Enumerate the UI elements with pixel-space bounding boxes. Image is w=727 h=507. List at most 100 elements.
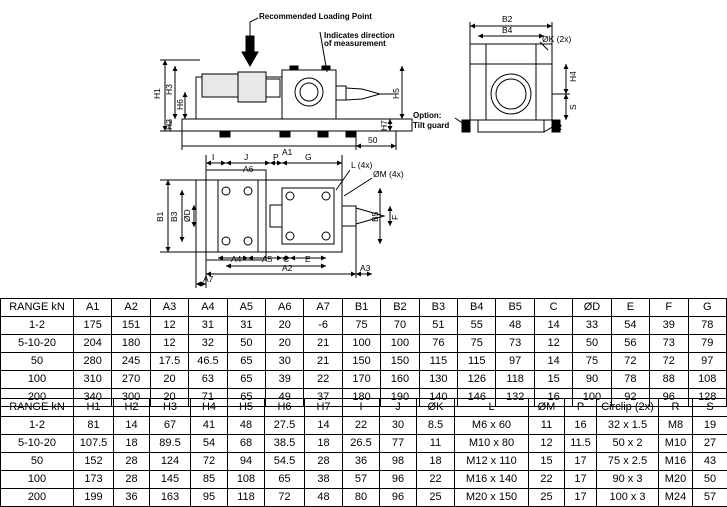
label-B3: B3 bbox=[169, 211, 179, 222]
label-B4: B4 bbox=[502, 25, 513, 35]
table-cell: 31 bbox=[189, 317, 227, 335]
table-cell: B5 bbox=[496, 299, 534, 317]
table-cell: 100 bbox=[1, 371, 74, 389]
table-cell: 94 bbox=[228, 453, 265, 471]
table-cell: H6 bbox=[265, 399, 305, 417]
table-cell: 73 bbox=[650, 335, 688, 353]
table-cell: 200 bbox=[1, 489, 74, 507]
table-cell: 96 bbox=[380, 489, 417, 507]
table-cell: 1-2 bbox=[1, 417, 74, 435]
table-cell: 80 bbox=[343, 489, 380, 507]
table-cell: 108 bbox=[228, 471, 265, 489]
label-G: G bbox=[305, 152, 312, 162]
table-cell: 33 bbox=[573, 317, 611, 335]
table-cell: ØK bbox=[417, 399, 455, 417]
table-cell: 27 bbox=[693, 435, 727, 453]
table-cell: 27.5 bbox=[265, 417, 305, 435]
table-cell: 79 bbox=[688, 335, 727, 353]
table-cell: 72 bbox=[650, 353, 688, 371]
table-cell: 50 bbox=[227, 335, 265, 353]
table-cell: F bbox=[650, 299, 688, 317]
table-cell: 170 bbox=[342, 371, 380, 389]
table-cell: 50 bbox=[573, 335, 611, 353]
table-cell: 41 bbox=[191, 417, 228, 435]
table-cell: 32 bbox=[189, 335, 227, 353]
table-cell: 50 bbox=[1, 353, 74, 371]
table-cell: 310 bbox=[74, 371, 112, 389]
table-cell: M24 bbox=[659, 489, 693, 507]
table-cell: H1 bbox=[74, 399, 114, 417]
table-cell: 204 bbox=[74, 335, 112, 353]
table-cell: 100 bbox=[342, 335, 380, 353]
table-cell: 36 bbox=[114, 489, 150, 507]
table-cell: 89.5 bbox=[150, 435, 191, 453]
table-cell: 15 bbox=[529, 453, 565, 471]
table-cell: M12 x 110 bbox=[455, 453, 529, 471]
table-cell: M16 bbox=[659, 453, 693, 471]
table-cell: 19 bbox=[693, 417, 727, 435]
table-cell: 118 bbox=[496, 371, 534, 389]
table-cell: Circlip (2x) bbox=[597, 399, 659, 417]
table-cell: A1 bbox=[74, 299, 112, 317]
label-50: 50 bbox=[368, 135, 378, 145]
table-cell: 245 bbox=[112, 353, 150, 371]
table-cell: ØM bbox=[529, 399, 565, 417]
table-cell: 8.5 bbox=[417, 417, 455, 435]
table-cell: 28 bbox=[114, 453, 150, 471]
table-cell: 18 bbox=[417, 453, 455, 471]
table-cell: 72 bbox=[611, 353, 649, 371]
table-cell: 46.5 bbox=[189, 353, 227, 371]
table-cell: 95 bbox=[191, 489, 228, 507]
table-cell: 50 bbox=[1, 453, 74, 471]
table-cell: 38.5 bbox=[265, 435, 305, 453]
table-cell: 75 bbox=[573, 353, 611, 371]
table-cell: 199 bbox=[74, 489, 114, 507]
table-cell: 173 bbox=[74, 471, 114, 489]
table-cell: 17 bbox=[565, 471, 597, 489]
table-cell: 48 bbox=[496, 317, 534, 335]
table-cell: 12 bbox=[150, 335, 188, 353]
table-cell: 1-2 bbox=[1, 317, 74, 335]
table-cell: 12 bbox=[150, 317, 188, 335]
table-cell: 115 bbox=[419, 353, 457, 371]
table-cell: 22 bbox=[304, 371, 342, 389]
table-cell: 175 bbox=[74, 317, 112, 335]
label-loading-point: Recommended Loading Point bbox=[259, 12, 372, 21]
table-cell: 14 bbox=[534, 317, 572, 335]
table-cell: 151 bbox=[112, 317, 150, 335]
label-OK: ØK (2x) bbox=[542, 34, 571, 44]
table-cell: 160 bbox=[381, 371, 419, 389]
label-A6: A6 bbox=[243, 164, 254, 174]
table-cell: 25 bbox=[417, 489, 455, 507]
table-cell: 50 bbox=[693, 471, 727, 489]
label-S: S bbox=[568, 104, 578, 110]
table-cell: P bbox=[565, 399, 597, 417]
table-cell: 65 bbox=[227, 353, 265, 371]
table-cell: 75 x 2.5 bbox=[597, 453, 659, 471]
table-cell: 65 bbox=[265, 471, 305, 489]
table-cell: 163 bbox=[150, 489, 191, 507]
table-cell: 270 bbox=[112, 371, 150, 389]
table-cell: 17 bbox=[565, 453, 597, 471]
table-cell: 115 bbox=[458, 353, 496, 371]
label-option-1: Option: bbox=[413, 111, 441, 120]
table-cell: 67 bbox=[150, 417, 191, 435]
label-H3: H3 bbox=[164, 84, 174, 95]
table-cell: 118 bbox=[228, 489, 265, 507]
table-cell: 150 bbox=[342, 353, 380, 371]
table-cell: I bbox=[343, 399, 380, 417]
table-cell: 150 bbox=[381, 353, 419, 371]
table-cell: 54 bbox=[191, 435, 228, 453]
technical-drawings: Recommended Loading Point Indicates dire… bbox=[0, 0, 727, 298]
table-cell: 73 bbox=[496, 335, 534, 353]
table-cell: M20 bbox=[659, 471, 693, 489]
table-cell: 39 bbox=[266, 371, 304, 389]
